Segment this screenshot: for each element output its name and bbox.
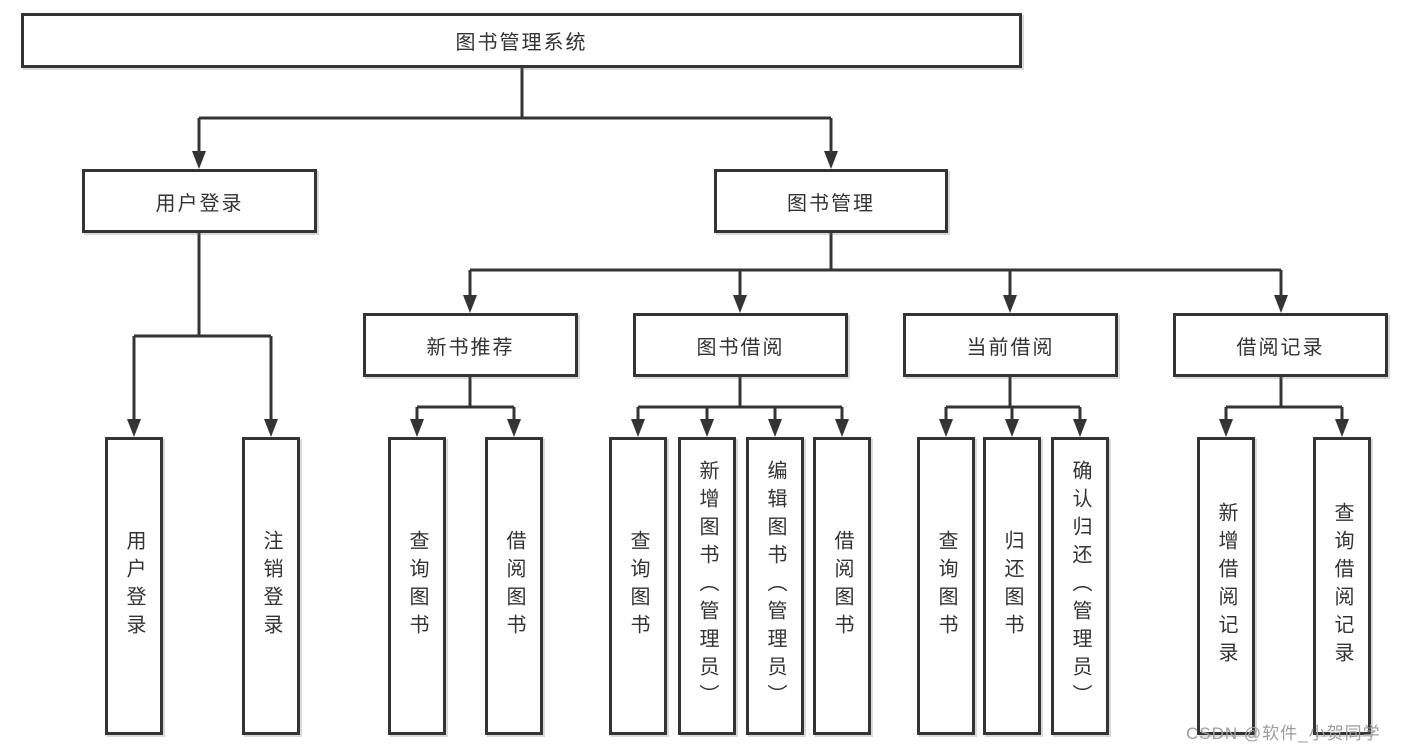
node-leaf-add-book: 新增图书（管理员） [678,437,736,735]
node-root: 图书管理系统 [21,13,1022,68]
node-borrow-records: 借阅记录 [1173,313,1388,377]
node-user-login: 用户登录 [82,169,317,233]
node-leaf-user-login: 用户登录 [105,437,163,735]
arrowhead [631,419,645,437]
arrowhead [507,419,521,437]
arrowhead [463,295,477,313]
arrowhead [939,419,953,437]
arrowhead [410,419,424,437]
node-leaf-logout: 注销登录 [242,437,300,735]
node-book-mgmt: 图书管理 [714,169,948,233]
connector-root-to-level2 [192,68,838,169]
arrowhead [1073,419,1087,437]
connector-book-mgmt-children [463,233,1288,313]
arrowhead [192,151,206,169]
arrowhead [1335,419,1349,437]
node-leaf-borrow-book-2: 借阅图书 [813,437,871,735]
node-new-book-rec: 新书推荐 [363,313,578,377]
arrowhead [733,295,747,313]
node-leaf-edit-book: 编辑图书（管理员） [746,437,804,735]
connector-book-borrow-children [631,377,849,437]
arrowhead [264,419,278,437]
node-leaf-confirm-return: 确认归还（管理员） [1051,437,1109,735]
arrowhead [1219,419,1233,437]
node-book-borrow: 图书借阅 [633,313,848,377]
arrowhead [700,419,714,437]
node-leaf-query-record: 查询借阅记录 [1313,437,1371,735]
node-current-borrow: 当前借阅 [903,313,1118,377]
node-leaf-add-record: 新增借阅记录 [1197,437,1255,735]
node-leaf-borrow-book-1: 借阅图书 [485,437,543,735]
connector-borrow-records-children [1219,377,1349,437]
node-leaf-query-book-2: 查询图书 [609,437,667,735]
arrowhead [1003,295,1017,313]
connector-new-book-rec-children [410,377,521,437]
arrowhead [1274,295,1288,313]
node-leaf-query-book-1: 查询图书 [388,437,446,735]
arrowhead [1005,419,1019,437]
connector-current-borrow-children [939,377,1087,437]
node-leaf-return-book: 归还图书 [983,437,1041,735]
node-leaf-query-book-3: 查询图书 [917,437,975,735]
connector-user-login-children [127,233,278,437]
arrowhead [768,419,782,437]
arrowhead [127,419,141,437]
arrowhead [835,419,849,437]
csdn-watermark: CSDN @软件_小贺同学 [1186,724,1381,743]
arrowhead [824,151,838,169]
